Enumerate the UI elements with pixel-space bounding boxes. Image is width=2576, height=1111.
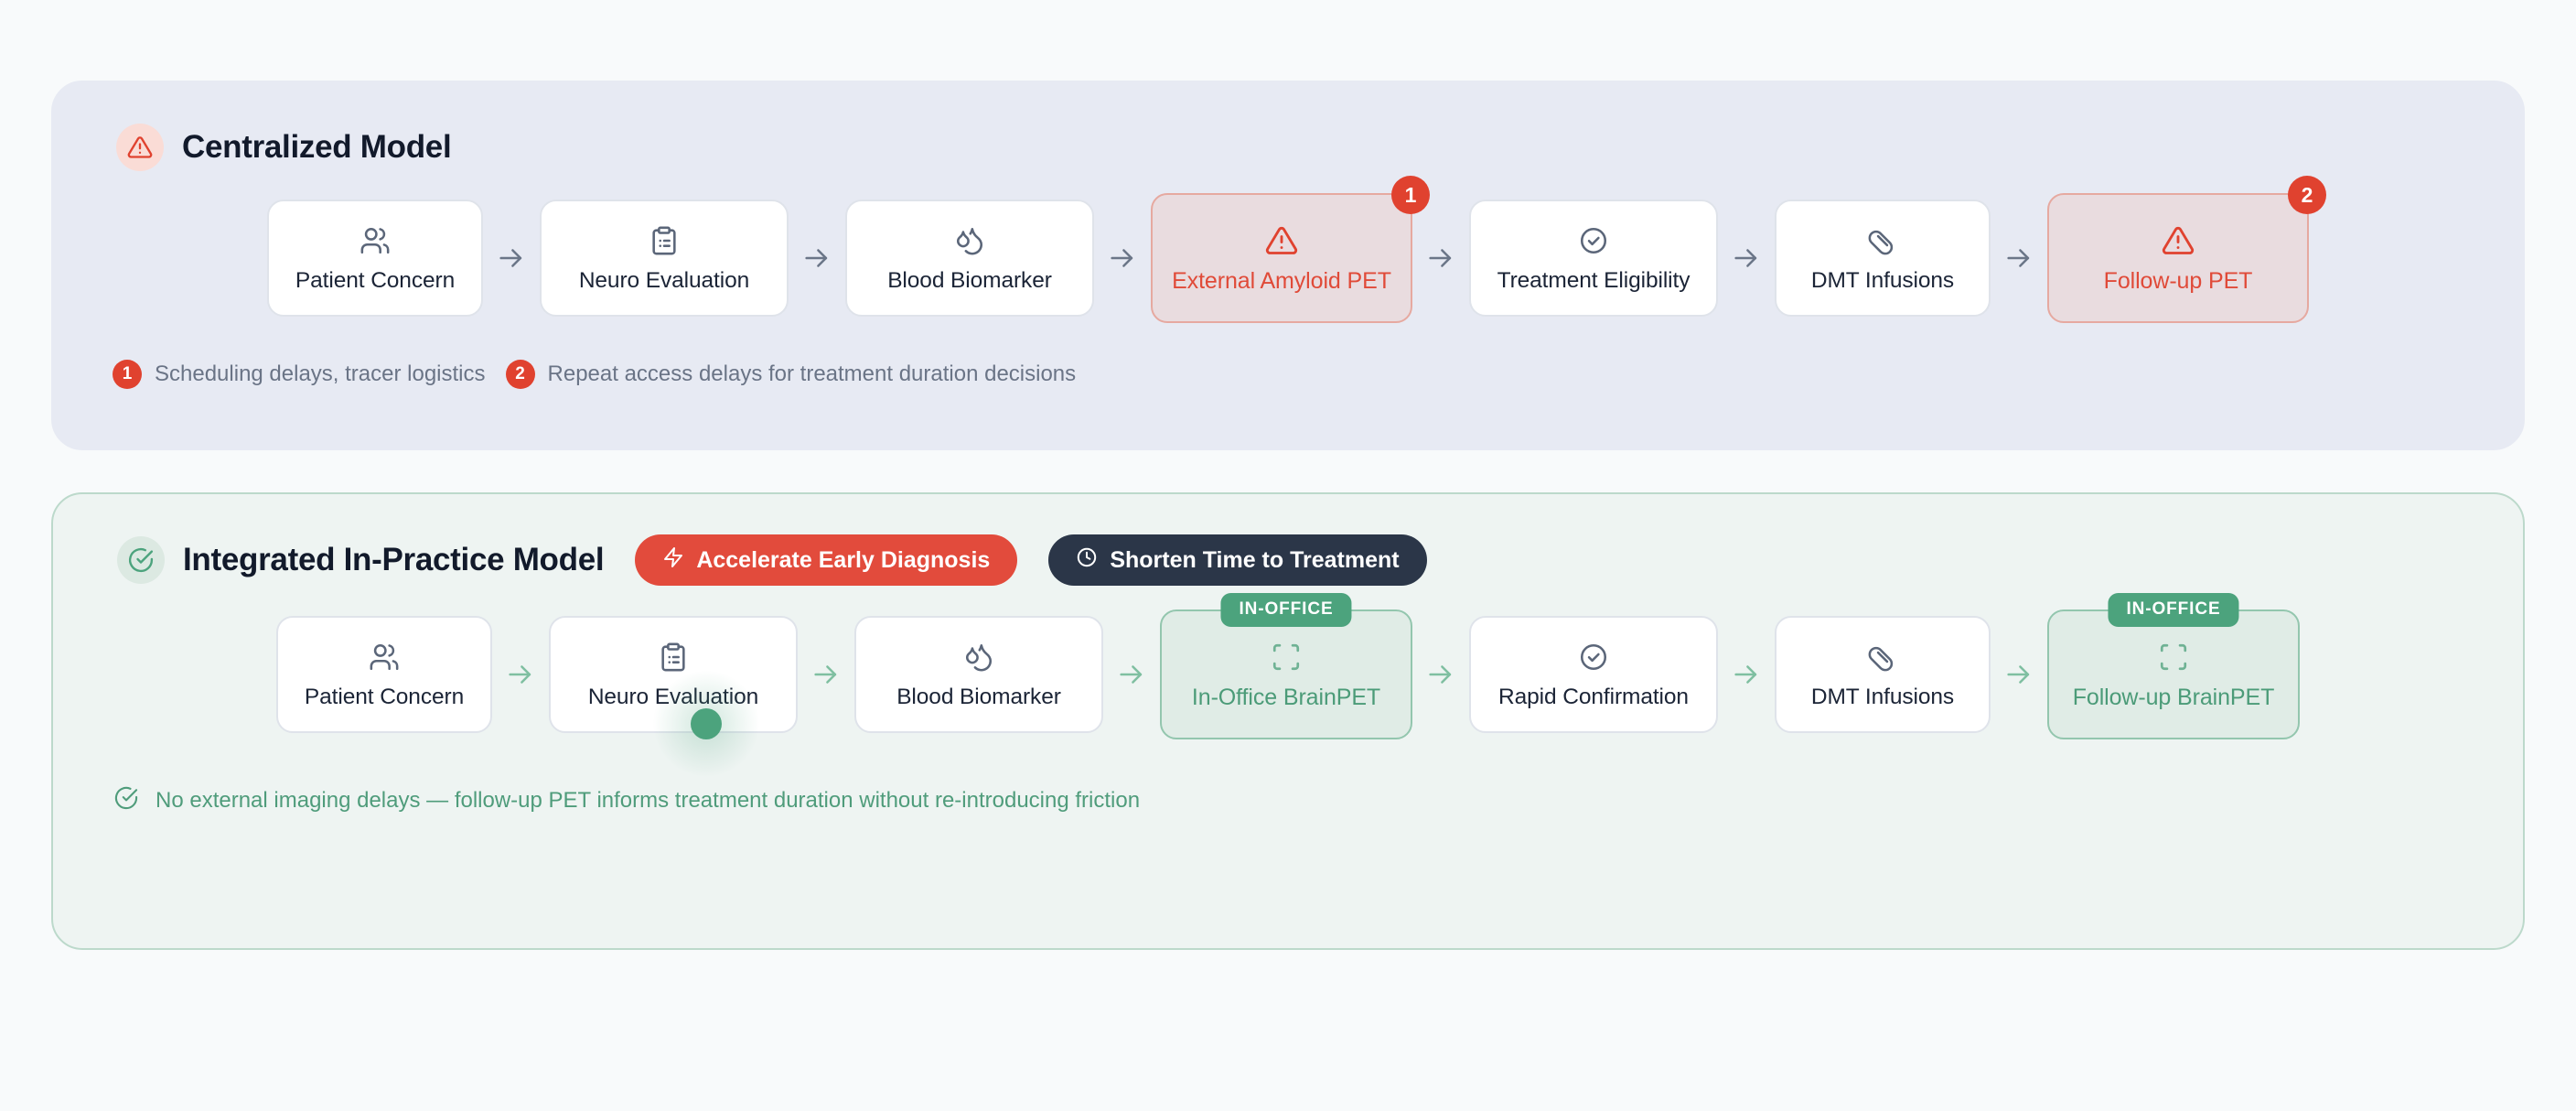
page-title: Integrated In-Practice Model [183, 542, 605, 577]
step-card-blood-biomarker[interactable]: Blood Biomarker [845, 200, 1094, 317]
panel-centralized-model: Centralized Model Patient Concern [51, 81, 2525, 450]
scan-frame-icon [2158, 639, 2189, 675]
check-circle-icon [113, 785, 139, 815]
alert-triangle-icon [2162, 222, 2195, 259]
step-card-rapid-confirmation[interactable]: Rapid Confirmation [1469, 616, 1718, 733]
step-card-label: Rapid Confirmation [1498, 685, 1689, 709]
step-card-dmt-infusions[interactable]: DMT Infusions [1775, 616, 1991, 733]
users-icon [360, 222, 391, 259]
tag-label: Shorten Time to Treatment [1110, 546, 1400, 573]
footnote-text: Repeat access delays for treatment durat… [547, 361, 1077, 386]
footnote-list: 1 Scheduling delays, tracer logistics 2 … [96, 360, 2480, 389]
check-circle-icon [1578, 222, 1609, 259]
clipboard-list-icon [658, 639, 689, 675]
step-card-follow-up-brainpet[interactable]: IN-OFFICE Follow-up BrainPET [2047, 593, 2300, 739]
footnote-text: Scheduling delays, tracer logistics [155, 361, 486, 386]
flow-arrow [483, 243, 540, 274]
step-card-label: DMT Infusions [1810, 685, 1955, 709]
success-note-text: No external imaging delays — follow-up P… [156, 787, 1141, 813]
alert-triangle-icon [1265, 222, 1298, 259]
lightning-icon [662, 546, 684, 575]
step-card-label: Treatment Eligibility [1497, 268, 1690, 293]
pill-icon [1867, 639, 1898, 675]
panel-header-integrated: Integrated In-Practice Model Accelerate … [97, 534, 2479, 586]
flow-arrow [1718, 243, 1775, 274]
flow-arrow [1412, 659, 1469, 690]
step-card-label: Neuro Evaluation [587, 685, 759, 709]
in-office-badge: IN-OFFICE [1220, 593, 1352, 627]
step-card-neuro-evaluation[interactable]: Neuro Evaluation [540, 200, 789, 317]
step-card-follow-up-pet[interactable]: 2 Follow-up PET [2047, 176, 2326, 323]
flow-centralized: Patient Concern Neuro Evaluation [96, 176, 2480, 323]
footnote-item: 2 Repeat access delays for treatment dur… [505, 360, 1077, 389]
flow-arrow [1094, 243, 1151, 274]
panel-header-centralized: Centralized Model [96, 122, 2480, 173]
flow-arrow [492, 659, 549, 690]
step-card-treatment-eligibility[interactable]: Treatment Eligibility [1469, 200, 1718, 317]
pulse-dot [691, 708, 722, 739]
status-badge: 2 [2288, 176, 2326, 214]
step-card-label: Patient Concern [304, 685, 465, 709]
footnote-number: 2 [505, 360, 535, 389]
flow-arrow [789, 243, 845, 274]
step-card-in-office-brainpet[interactable]: IN-OFFICE In-Office BrainPET [1160, 593, 1412, 739]
clock-icon [1076, 546, 1098, 575]
footnote-number: 1 [113, 360, 142, 389]
step-card-label: In-Office BrainPET [1191, 684, 1381, 710]
pill-icon [1867, 222, 1898, 259]
footnote-item: 1 Scheduling delays, tracer logistics [113, 360, 486, 389]
tag-accelerate-early-diagnosis[interactable]: Accelerate Early Diagnosis [635, 534, 1018, 586]
page-title: Centralized Model [182, 129, 452, 165]
step-card-blood-biomarker[interactable]: Blood Biomarker [854, 616, 1103, 733]
success-note: No external imaging delays — follow-up P… [97, 785, 2479, 815]
droplets-icon [954, 222, 985, 259]
tag-shorten-time-to-treatment[interactable]: Shorten Time to Treatment [1048, 534, 1427, 586]
step-card-label: DMT Infusions [1810, 268, 1955, 293]
flow-arrow [1991, 243, 2047, 274]
droplets-icon [963, 639, 994, 675]
flow-arrow [1718, 659, 1775, 690]
flow-arrow [1991, 659, 2047, 690]
step-card-patient-concern[interactable]: Patient Concern [267, 200, 483, 317]
flow-arrow [1412, 243, 1469, 274]
flow-arrow [1103, 659, 1160, 690]
step-card-external-amyloid-pet[interactable]: 1 External Amyloid PET [1151, 176, 1430, 323]
scan-frame-icon [1271, 639, 1302, 675]
in-office-badge: IN-OFFICE [2108, 593, 2239, 627]
check-circle-icon [1578, 639, 1609, 675]
step-card-label: External Amyloid PET [1172, 267, 1391, 294]
step-card-dmt-infusions[interactable]: DMT Infusions [1775, 200, 1991, 317]
status-badge: 1 [1391, 176, 1430, 214]
check-circle-icon [117, 536, 165, 584]
tag-label: Accelerate Early Diagnosis [696, 546, 991, 573]
flow-arrow [798, 659, 854, 690]
flow-integrated: Patient Concern Neuro Evaluation [97, 593, 2479, 778]
step-card-label: Patient Concern [295, 268, 456, 293]
step-card-label: Follow-up BrainPET [2072, 684, 2275, 710]
step-card-label: Blood Biomarker [887, 268, 1052, 293]
users-icon [369, 639, 400, 675]
alert-triangle-icon [116, 124, 164, 171]
step-card-label: Follow-up PET [2103, 267, 2253, 294]
step-card-patient-concern[interactable]: Patient Concern [276, 616, 492, 733]
clipboard-list-icon [649, 222, 680, 259]
step-card-neuro-evaluation[interactable]: Neuro Evaluation [549, 616, 798, 778]
step-card-label: Blood Biomarker [896, 685, 1061, 709]
step-card-label: Neuro Evaluation [578, 268, 750, 293]
panel-integrated-in-practice-model: Integrated In-Practice Model Accelerate … [51, 492, 2525, 950]
